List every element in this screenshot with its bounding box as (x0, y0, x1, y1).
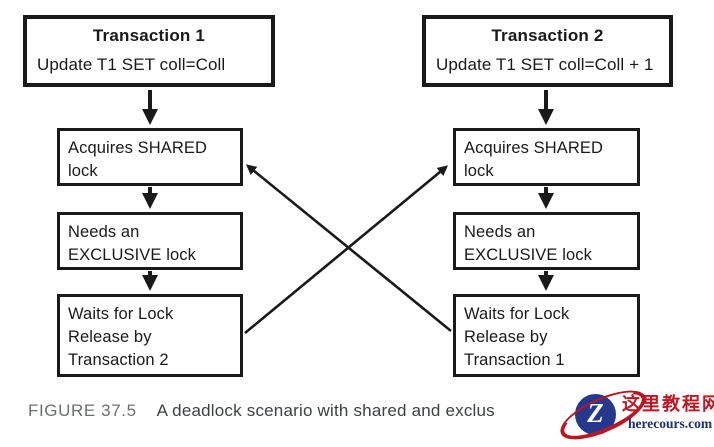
transaction2-acquires-shared-lock-box: Acquires SHARED lock (453, 128, 640, 186)
figure-caption-text: A deadlock scenario with shared and excl… (156, 401, 495, 420)
transaction1-title: Transaction 1 (92, 26, 206, 45)
transaction2-waits-for-release-box: Waits for Lock Release by Transaction 1 (453, 294, 640, 377)
figure-caption-label: FIGURE 37.5 (28, 401, 137, 420)
arrow-waits-right-to-acquires-left (245, 164, 452, 333)
transaction2-box: Transaction 2 Update T1 SET coll=Coll + … (422, 15, 673, 87)
transaction2-needs-exclusive-lock-box: Needs an EXCLUSIVE lock (453, 212, 640, 270)
transaction1-box: Transaction 1 Update T1 SET coll=Coll (23, 15, 275, 87)
transaction1-needs-exclusive-lock-box: Needs an EXCLUSIVE lock (57, 212, 243, 270)
watermark-logo-letter: Z (587, 398, 604, 428)
watermark: Z 这里教程网 herecours.com (554, 380, 714, 447)
transaction1-waits-for-release-box: Waits for Lock Release by Transaction 2 (57, 294, 243, 377)
watermark-logo-icon: Z (575, 394, 616, 435)
watermark-site-domain: herecours.com (628, 416, 713, 431)
arrow-waits-left-to-acquires-right (244, 165, 449, 335)
figure-caption: FIGURE 37.5 A deadlock scenario with sha… (28, 401, 495, 421)
watermark-site-name: 这里教程网 (622, 394, 714, 414)
transaction1-statement: Update T1 SET coll=Coll (37, 55, 226, 74)
transaction1-acquires-shared-lock-box: Acquires SHARED lock (57, 128, 243, 186)
transaction2-title: Transaction 2 (491, 26, 604, 45)
transaction2-statement: Update T1 SET coll=Coll + 1 (436, 55, 654, 74)
